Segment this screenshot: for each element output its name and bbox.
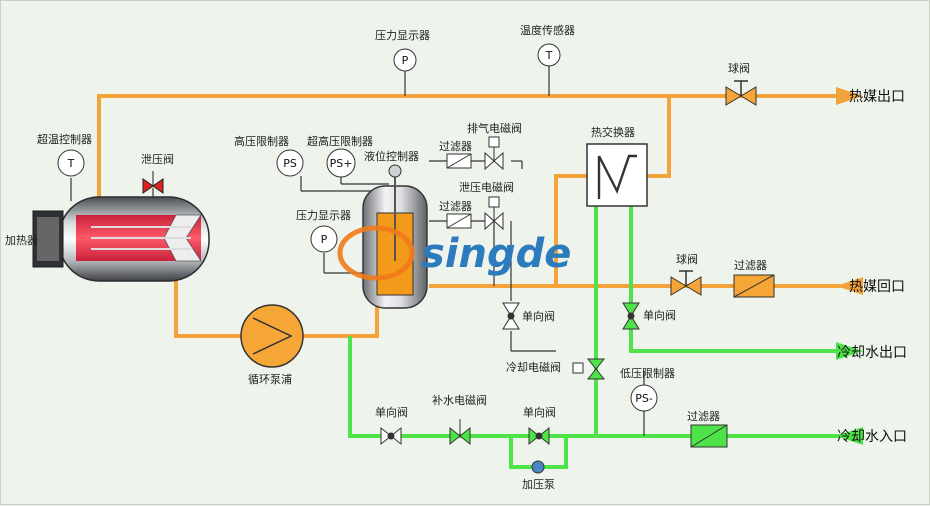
high-pressure-limiter-gauge: PS <box>276 149 304 177</box>
label-ball-valve-return: 球阀 <box>676 252 698 266</box>
label-over-temp-controller: 超温控制器 <box>37 132 92 146</box>
label-oil-return: 热媒回口 <box>849 279 905 295</box>
brand-text: singde <box>421 231 571 277</box>
pressure-gauge-top: P <box>393 48 417 72</box>
label-filter-water: 过滤器 <box>687 410 720 423</box>
exhaust-solenoid-valve[interactable] <box>484 136 504 171</box>
makeup-solenoid-valve[interactable] <box>449 419 471 446</box>
temperature-gauge-top: T <box>537 43 561 67</box>
label-check-valve-left: 单向阀 <box>375 405 408 419</box>
svg-text:P: P <box>321 233 328 246</box>
temperature-gauge-left: T <box>57 149 85 177</box>
label-oil-outlet: 热媒出口 <box>849 89 905 105</box>
check-valve-left[interactable] <box>380 426 402 446</box>
relief-solenoid-valve[interactable] <box>484 196 504 231</box>
ultra-high-pressure-limiter-gauge: PS+ <box>326 148 356 178</box>
label-filter-relief: 过滤器 <box>439 200 472 213</box>
oil-return-arrow <box>836 277 863 295</box>
label-heater: 加热器 <box>5 234 38 247</box>
label-filter-return: 过滤器 <box>734 259 767 272</box>
check-valve-bottom[interactable] <box>528 426 550 446</box>
oil-pump-to-tank <box>303 307 379 338</box>
booster-pump[interactable] <box>531 460 545 474</box>
low-pressure-limiter-gauge: PS- <box>630 384 658 412</box>
label-cooling-water-inlet: 冷却水入口 <box>837 429 907 445</box>
heater-vessel <box>32 196 210 282</box>
ball-valve-return[interactable] <box>670 270 702 296</box>
brand-logo: singde <box>337 225 571 281</box>
label-pressure-display-mid: 压力显示器 <box>296 209 351 222</box>
oil-hx-top <box>647 96 671 178</box>
label-cooling-water-outlet: 冷却水出口 <box>837 345 907 361</box>
label-check-valve-mid: 单向阀 <box>522 309 555 323</box>
water-pipes <box>348 206 841 469</box>
label-cooling-solenoid-valve: 冷却电磁阀 <box>506 360 561 374</box>
filter-return-mark <box>733 274 775 298</box>
label-check-valve-bottom: 单向阀 <box>523 405 556 419</box>
ball-valve-top[interactable] <box>725 80 757 106</box>
label-exhaust-solenoid-valve: 排气电磁阀 <box>467 121 522 135</box>
water-inlet-line <box>348 336 841 438</box>
label-check-valve-right: 单向阀 <box>643 308 676 322</box>
water-outlet-line <box>629 206 841 353</box>
circulation-pump[interactable] <box>240 304 304 368</box>
svg-text:PS+: PS+ <box>330 157 353 170</box>
water-outlet-arrow <box>836 342 863 360</box>
filter-relief-mark <box>446 213 472 229</box>
svg-text:PS: PS <box>283 157 297 170</box>
svg-text:T: T <box>67 157 75 170</box>
oil-top-header <box>97 94 841 197</box>
label-temperature-sensor: 温度传感器 <box>520 23 575 37</box>
cooling-solenoid-valve[interactable] <box>572 358 606 380</box>
label-relief-valve: 泄压阀 <box>141 152 174 166</box>
filter-exhaust-mark <box>446 153 472 169</box>
check-valve-mid[interactable] <box>502 302 520 330</box>
label-filter-exhaust: 过滤器 <box>439 140 472 153</box>
label-low-pressure-limiter: 低压限制器 <box>620 367 675 380</box>
label-level-controller: 液位控制器 <box>364 149 419 163</box>
label-heat-exchanger: 热交换器 <box>591 125 635 139</box>
water-inlet-arrow <box>836 427 863 445</box>
svg-text:P: P <box>402 54 409 67</box>
relief-valve[interactable] <box>142 171 164 194</box>
filter-water-mark <box>690 424 728 448</box>
oil-heater-to-pump <box>174 261 241 338</box>
check-valve-right[interactable] <box>622 302 640 330</box>
flow-arrows <box>836 87 863 445</box>
oil-outlet-arrow <box>836 87 863 105</box>
svg-text:T: T <box>545 49 553 62</box>
oil-hx-left <box>554 174 587 286</box>
label-high-pressure-limiter: 高压限制器 <box>234 134 289 148</box>
heat-exchanger <box>586 143 648 207</box>
label-relief-solenoid-valve: 泄压电磁阀 <box>459 180 514 194</box>
label-pressure-display-top: 压力显示器 <box>375 29 430 42</box>
svg-text:PS-: PS- <box>635 392 653 405</box>
pressure-gauge-mid: P <box>310 225 338 253</box>
label-makeup-solenoid-valve: 补水电磁阀 <box>432 393 487 407</box>
label-circulation-pump: 循环泵浦 <box>248 373 292 386</box>
label-booster-pump: 加压泵 <box>522 478 555 491</box>
label-ultra-high-pressure-limiter: 超高压限制器 <box>307 134 373 148</box>
expansion-tank <box>362 164 428 309</box>
label-ball-valve-top: 球阀 <box>728 61 750 75</box>
